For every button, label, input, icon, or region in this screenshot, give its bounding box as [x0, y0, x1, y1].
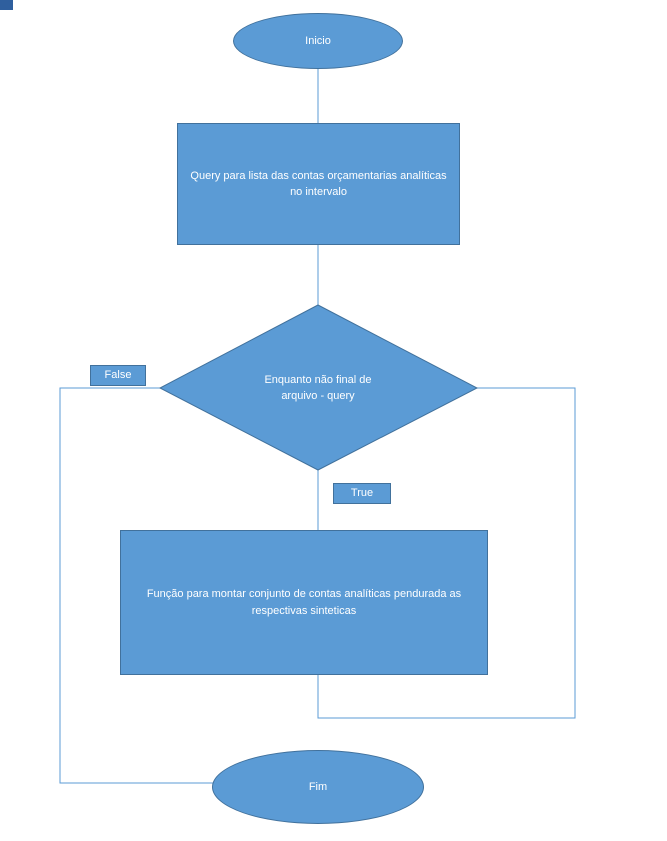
corner-artifact: [0, 0, 13, 10]
decision-node: [158, 304, 479, 471]
query-process-label: Query para lista das contas orçamentaria…: [190, 169, 447, 199]
end-node: Fim: [212, 750, 424, 824]
query-process-node: Query para lista das contas orçamentaria…: [177, 123, 460, 245]
start-label: Inicio: [305, 34, 331, 47]
connector-false-to-end: [59, 387, 213, 784]
build-process-node: Função para montar conjunto de contas an…: [120, 530, 488, 675]
false-branch-badge: False: [90, 365, 146, 386]
build-process-label: Função para montar conjunto de contas an…: [146, 588, 462, 617]
false-branch-label: False: [104, 369, 132, 382]
start-node: Inicio: [233, 13, 403, 69]
decision-label: Enquanto não final de arquivo - query: [264, 373, 372, 403]
end-label: Fim: [308, 780, 328, 793]
connector-build-loop-back: [317, 387, 576, 719]
decision-label-wrap: Enquanto não final de arquivo - query: [248, 355, 388, 421]
true-branch-badge: True: [333, 483, 391, 504]
true-branch-label: True: [350, 487, 374, 500]
